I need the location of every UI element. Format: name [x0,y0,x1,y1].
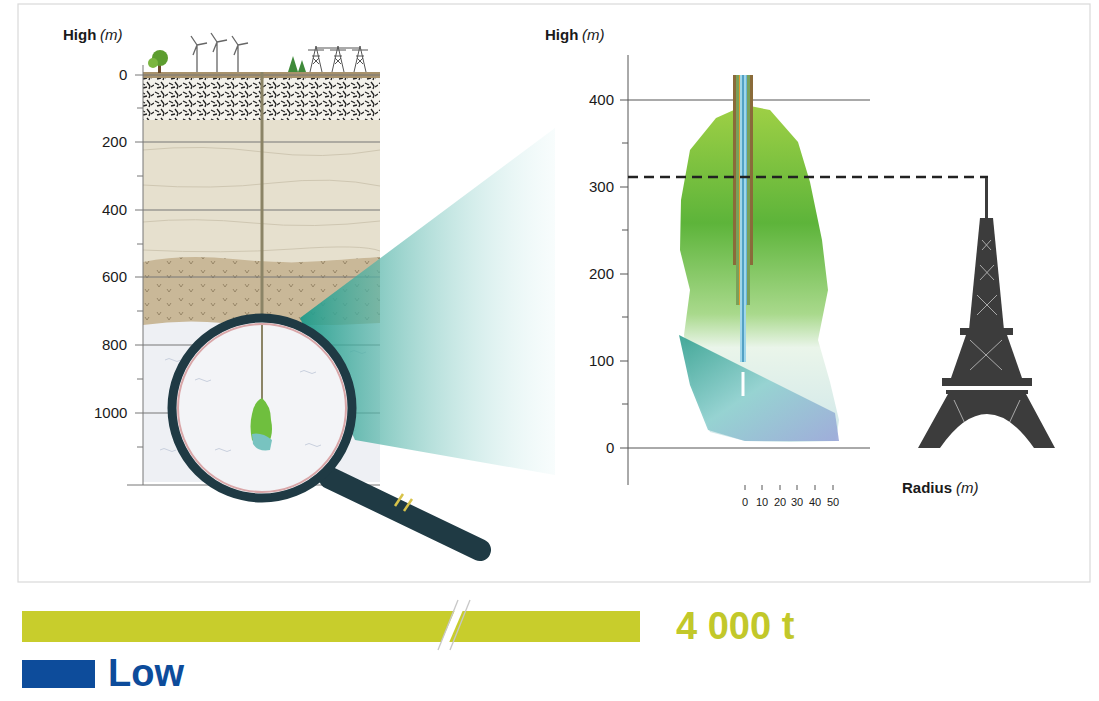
tick-label: 0 [119,66,127,83]
quantity-value: 4 000 t [676,605,794,649]
tick-label: 10 [756,496,768,509]
tick-label: 20 [774,496,786,509]
tick-label: 50 [827,496,839,509]
tick-label: 100 [589,352,614,369]
tick-label: 30 [791,496,803,509]
tick-label: 0 [606,439,614,456]
tick-label: 200 [102,133,127,150]
axis-title: Radius [902,479,952,496]
axis-unit: (m) [100,26,123,43]
axis-unit: (m) [582,26,605,43]
tick-label: 1000 [94,404,127,421]
tick-label: 0 [742,496,748,509]
tick-label: 800 [102,336,127,353]
tick-label: 300 [589,178,614,195]
tick-label: 600 [102,268,127,285]
tick-label: 200 [589,265,614,282]
axis-title: High [63,26,96,43]
tick-label: 40 [809,496,821,509]
tick-label: 400 [589,91,614,108]
legend-text: Low [108,652,184,696]
axis-title: High [545,26,578,43]
axis-unit: (m) [956,479,979,496]
legend-swatch [22,660,95,688]
tick-label: 400 [102,201,127,218]
